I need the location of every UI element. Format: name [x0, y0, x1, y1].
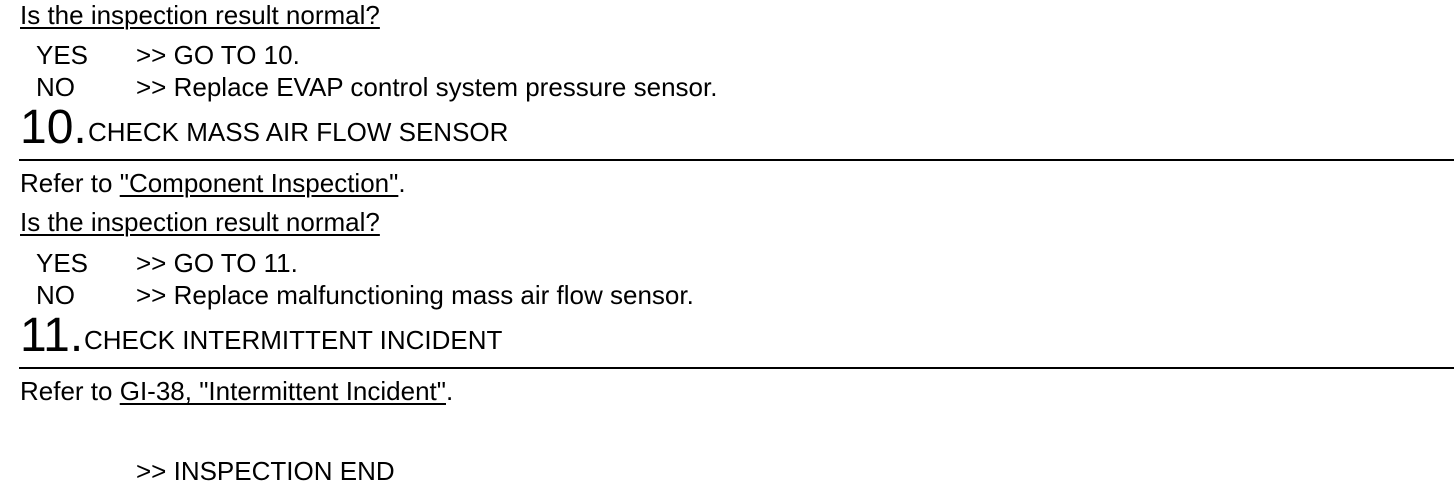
- no-action: >> Replace EVAP control system pressure …: [136, 72, 718, 102]
- refer-prefix: Refer to: [20, 168, 120, 198]
- inspection-question: Is the inspection result normal?: [20, 207, 380, 237]
- yes-action: >> GO TO 11.: [136, 248, 298, 278]
- component-inspection-link[interactable]: "Component Inspection": [119, 168, 399, 198]
- step-number-11: 11.: [20, 309, 84, 362]
- no-label: NO: [36, 280, 75, 310]
- yes-label: YES: [36, 40, 89, 70]
- intermittent-incident-link[interactable]: GI-38, "Intermittent Incident": [119, 376, 446, 406]
- step-title-10: CHECK MASS AIR FLOW SENSOR: [88, 117, 509, 147]
- step-number-10: 10.: [20, 101, 87, 154]
- section-divider: [19, 367, 1454, 369]
- refer-prefix: Refer to: [20, 376, 120, 406]
- yes-action: >> GO TO 10.: [136, 40, 300, 70]
- refer-suffix: .: [446, 376, 454, 406]
- section-divider: [19, 159, 1454, 161]
- step-title-11: CHECK INTERMITTENT INCIDENT: [84, 325, 503, 355]
- inspection-end-action: >> INSPECTION END: [136, 456, 395, 486]
- refer-suffix: .: [398, 168, 406, 198]
- no-label: NO: [36, 72, 75, 102]
- inspection-question: Is the inspection result normal?: [20, 0, 380, 30]
- refer-line-10: Refer to "Component Inspection".: [20, 168, 406, 198]
- yes-label: YES: [36, 248, 89, 278]
- no-action: >> Replace malfunctioning mass air flow …: [136, 280, 694, 310]
- refer-line-11: Refer to GI-38, "Intermittent Incident".: [20, 376, 453, 406]
